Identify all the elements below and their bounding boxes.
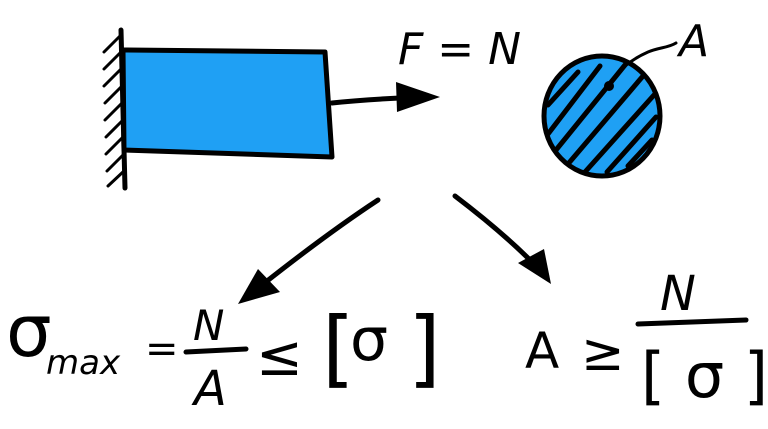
max-stress-formula: σ max = N A ≤ [ σ ]: [6, 289, 441, 417]
area-denominator: [ σ ]: [641, 339, 768, 412]
area-symbol: A: [525, 322, 559, 380]
area-numerator: N: [660, 266, 696, 322]
bracket-left: [: [322, 299, 355, 397]
arrow-down-right-icon: [452, 193, 551, 284]
force-label: F = N: [398, 24, 521, 75]
fraction-bar: [635, 317, 749, 327]
bracket-right: ]: [408, 299, 441, 397]
stress-subscript: max: [46, 343, 121, 383]
arrow-down-left-icon: [238, 197, 381, 304]
stress-denominator: A: [191, 361, 227, 417]
bar-rectangle: [120, 47, 335, 160]
equals-sign: =: [145, 326, 179, 372]
area-label: A: [676, 16, 709, 67]
area-formula: A ≥ N [ σ ]: [525, 266, 768, 412]
leq-sign: ≤: [256, 324, 303, 389]
geq-sign: ≥: [581, 323, 625, 383]
hatched-circle-icon: [541, 41, 678, 179]
stress-symbol: σ: [6, 289, 52, 373]
allowable-stress-symbol: σ: [350, 305, 388, 375]
stress-numerator: N: [193, 301, 224, 350]
arrow-right-icon: [329, 82, 440, 112]
fraction-bar: [183, 346, 249, 355]
